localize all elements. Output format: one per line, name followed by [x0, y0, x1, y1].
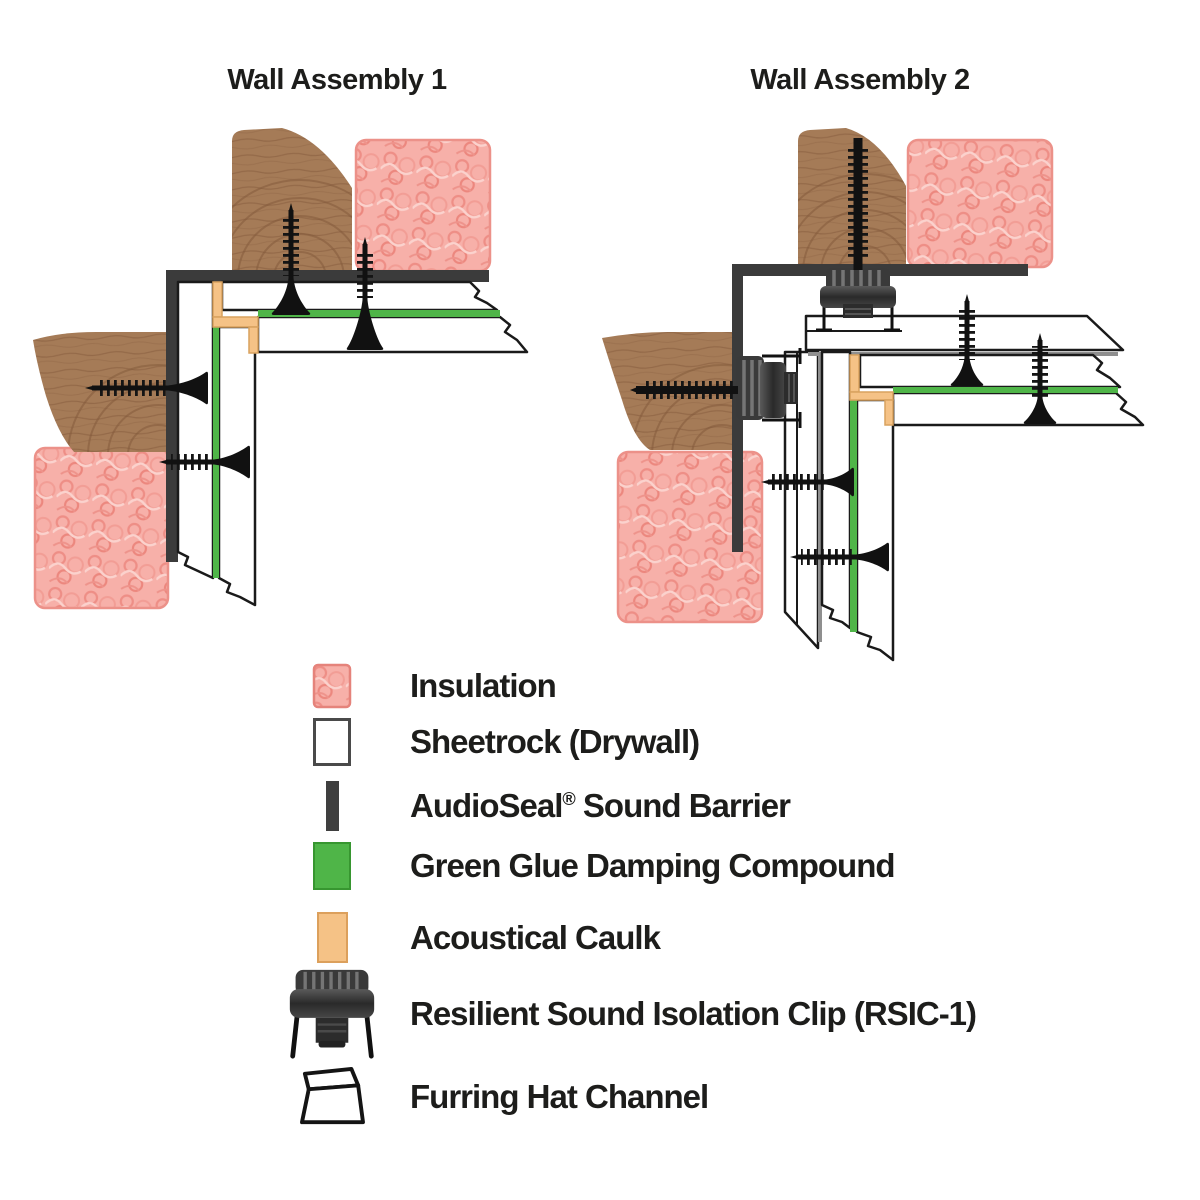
green-glue-swatch-icon — [313, 842, 351, 890]
legend-label: Furring Hat Channel — [410, 1078, 709, 1115]
insulation-swatch-icon — [312, 663, 352, 709]
legend-item-sheetrock: Sheetrock (Drywall) — [284, 718, 700, 766]
insulation-batt — [616, 138, 1054, 624]
legend-item-hat-channel: Furring Hat Channel — [284, 1066, 709, 1128]
legend-item-rsic-clip: Resilient Sound Isolation Clip (RSIC-1) — [284, 968, 977, 1060]
assembly-1 — [33, 128, 529, 610]
hat-channel-icon — [300, 1066, 365, 1125]
rsic-clip — [736, 348, 802, 428]
channel-shadow-line — [818, 354, 822, 642]
legend-item-green-glue: Green Glue Damping Compound — [284, 842, 896, 890]
acoustical-caulk — [849, 354, 894, 426]
rsic-clip — [816, 268, 900, 332]
legend-item-acoustical-caulk: Acoustical Caulk — [284, 912, 661, 963]
drywall-screw — [85, 203, 384, 479]
legend-label: Sheetrock (Drywall) — [410, 723, 700, 760]
sheetrock-panel — [176, 280, 529, 607]
acoustical-caulk — [212, 281, 259, 354]
acoustical-caulk-swatch-icon — [316, 912, 348, 963]
legend-label: Green Glue Damping Compound — [410, 847, 896, 884]
legend-label: Acoustical Caulk — [410, 918, 661, 956]
legend-label: AudioSeal® Sound Barrier — [410, 787, 791, 824]
legend-label: Insulation — [410, 667, 557, 704]
sheetrock-swatch-icon — [313, 718, 351, 766]
audioseal-swatch-icon — [325, 781, 339, 831]
rsic-clip-icon — [289, 969, 375, 1059]
assembly-1-title: Wall Assembly 1 — [227, 64, 447, 96]
drywall-screw — [630, 138, 1057, 572]
green-glue-layer — [213, 310, 500, 578]
legend-label: Resilient Sound Isolation Clip (RSIC-1) — [410, 995, 977, 1032]
legend-item-audioseal: AudioSeal® Sound Barrier — [284, 781, 791, 831]
green-glue-layer — [850, 387, 1118, 632]
assembly-2 — [602, 128, 1145, 662]
legend-item-insulation: Insulation — [284, 663, 557, 709]
assembly-2-title: Wall Assembly 2 — [750, 64, 970, 96]
wall-assembly-diagrams — [33, 128, 1145, 662]
